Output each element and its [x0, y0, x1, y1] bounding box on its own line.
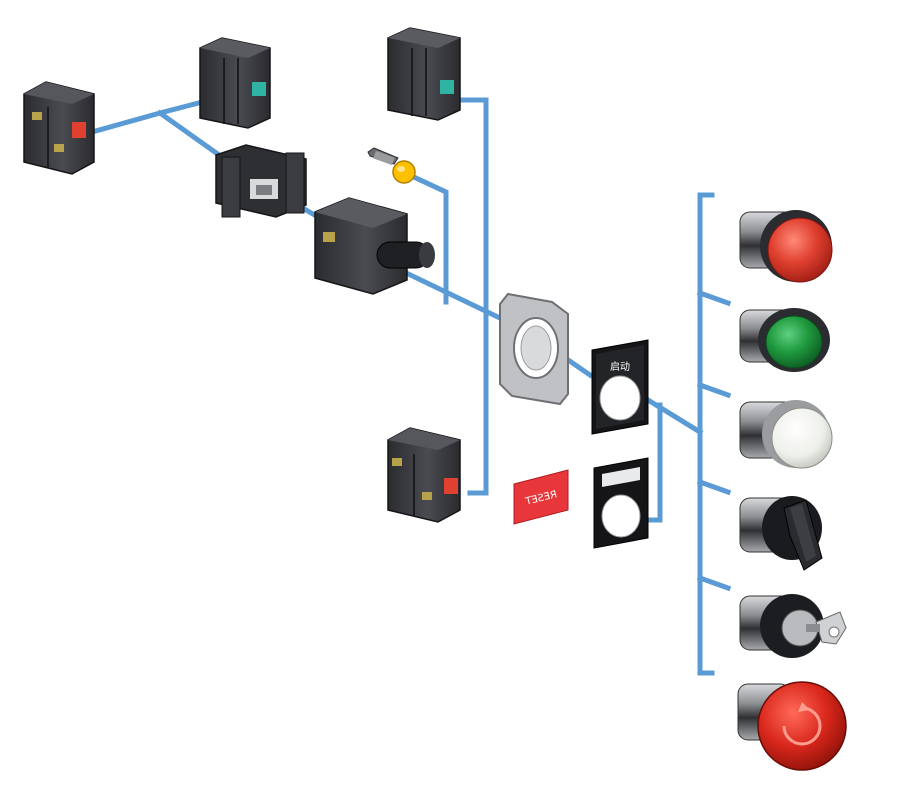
push-button-icon [739, 308, 830, 372]
connector-lines [88, 96, 732, 676]
contact-block-icon [23, 81, 95, 175]
connector-line [445, 97, 489, 496]
contact-block-icon [387, 27, 461, 121]
reset-plate-icon: RESET [513, 469, 569, 525]
contact-block-icon [387, 427, 461, 523]
connector-line [645, 402, 663, 523]
connector-line [396, 266, 504, 322]
mounting-frame-icon [215, 144, 307, 218]
connector-line [644, 396, 704, 436]
connector-line [696, 381, 732, 399]
emergency-stop-icon [737, 681, 847, 771]
connector-line [697, 192, 715, 676]
adapter-frame-icon [499, 292, 569, 406]
indicator-bulb-icon [367, 147, 416, 184]
legend-plate-icon: 启动 [591, 339, 649, 435]
contact-block-icon [199, 37, 271, 129]
key-switch-icon [739, 594, 847, 658]
legend-plate-label: 启动 [610, 360, 630, 373]
connector-line [696, 478, 732, 496]
connector-line [696, 289, 732, 307]
connector-line [88, 96, 214, 136]
push-button-icon [739, 400, 833, 469]
connector-line [696, 574, 732, 592]
light-unit-icon [314, 197, 435, 295]
push-button-icon [739, 210, 833, 283]
connector-line [412, 174, 449, 305]
legend-plate-blank-icon [593, 457, 649, 549]
selector-switch-icon [739, 496, 823, 571]
